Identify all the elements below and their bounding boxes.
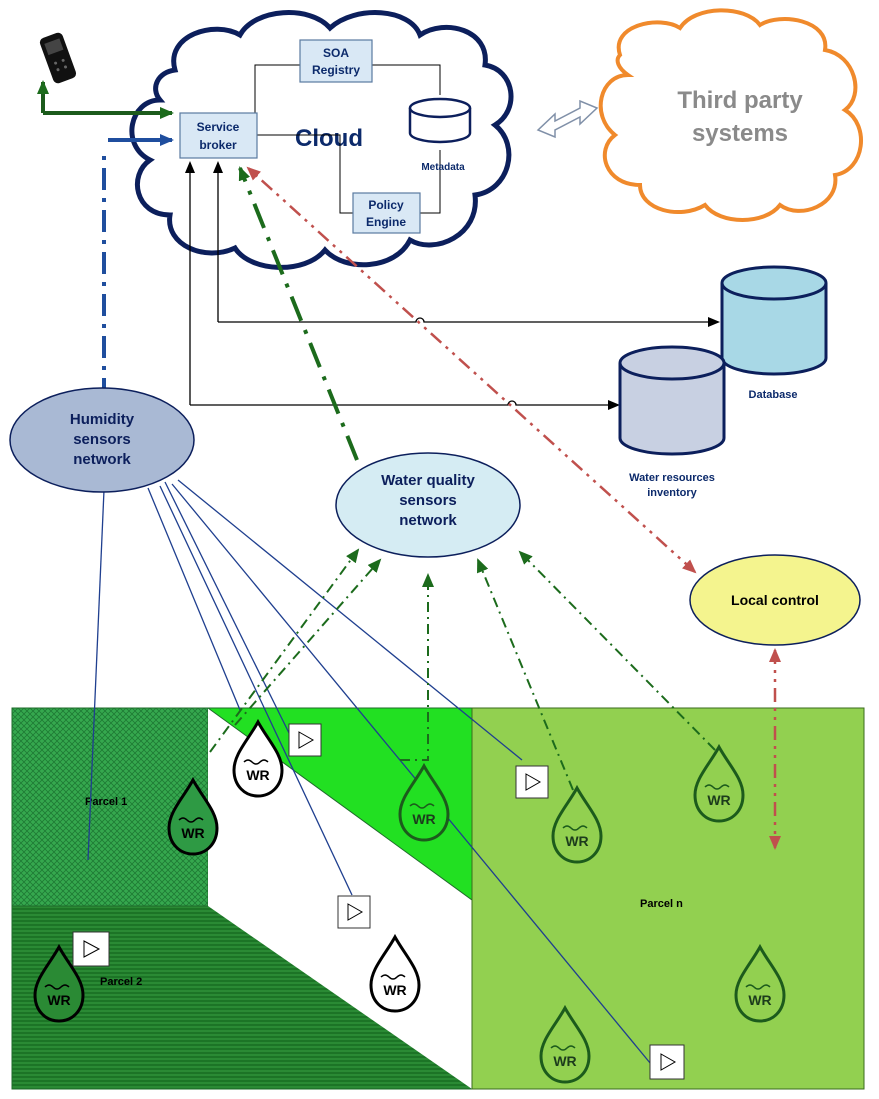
wr-label: WR: [412, 811, 435, 827]
cloud-third-party-arrow: [536, 99, 599, 139]
water-inventory-line1: Water resources: [629, 472, 715, 484]
policy-engine-line1: Policy: [368, 198, 404, 212]
wr-label: WR: [181, 825, 204, 841]
humidity-sensor-icon: [649, 1044, 685, 1080]
water-drop-icon: WR: [369, 933, 421, 1013]
parcels-area: Parcel 1 Parcel 2 Parcel n: [11, 707, 865, 1090]
water-drop-icon: WR: [167, 776, 219, 856]
water-drop-icon: WR: [232, 718, 284, 798]
water-quality-line1: Water quality: [381, 472, 475, 489]
wr-label: WR: [383, 982, 406, 998]
third-party-line1: Third party: [677, 87, 803, 114]
water-quality-drop-links: [209, 548, 716, 791]
metadata-label: Metadata: [421, 162, 465, 173]
water-resources: WR WR WR WR WR WR WR: [33, 718, 786, 1084]
parcel-1-label: Parcel 1: [85, 796, 127, 808]
water-drop-icon: WR: [539, 1004, 591, 1084]
policy-engine-box: Policy Engine: [352, 192, 421, 234]
database-label: Database: [749, 389, 798, 401]
humidity-line1: Humidity: [70, 411, 135, 428]
local-control-label: Local control: [731, 592, 819, 608]
humidity-network-node: Humidity sensors network: [9, 387, 195, 493]
water-drop-icon: WR: [734, 943, 786, 1023]
wr-label: WR: [47, 992, 70, 1008]
service-broker-box: Service broker: [179, 112, 258, 159]
water-drop-icon: WR: [551, 784, 603, 864]
wr-label: WR: [707, 792, 730, 808]
cloud-group: Cloud SOA Registry Service broker Metada…: [129, 10, 514, 270]
water-drop-icon: WR: [693, 743, 745, 823]
third-party-line2: systems: [692, 120, 788, 147]
service-broker-line2: broker: [199, 138, 237, 152]
wr-label: WR: [565, 833, 588, 849]
local-control-node: Local control: [689, 554, 861, 646]
wr-label: WR: [748, 992, 771, 1008]
policy-engine-line2: Engine: [366, 215, 406, 229]
wr-label: WR: [553, 1053, 576, 1069]
water-drop-icon: WR: [33, 943, 85, 1023]
water-quality-line3: network: [399, 512, 457, 529]
water-quality-line2: sensors: [399, 492, 457, 509]
cloud-title: Cloud: [295, 125, 363, 152]
water-quality-network-node: Water quality sensors network: [335, 452, 521, 558]
humidity-line3: network: [73, 451, 131, 468]
service-broker-line1: Service: [197, 120, 240, 134]
parcel-n-label: Parcel n: [640, 898, 683, 910]
soa-registry-line1: SOA: [323, 46, 349, 60]
humidity-sensor-icon: [288, 723, 322, 757]
wr-label: WR: [246, 767, 269, 783]
database-cylinder: Database: [720, 265, 828, 401]
humidity-sensor-icon: [72, 931, 110, 967]
phone-broker-connector: [37, 80, 174, 119]
local-control-broker-link: [246, 166, 697, 574]
water-inventory-line2: inventory: [647, 487, 697, 499]
humidity-line2: sensors: [73, 431, 131, 448]
soa-registry-line2: Registry: [312, 63, 360, 77]
humidity-broker-link: [102, 134, 174, 400]
soa-registry-box: SOA Registry: [299, 39, 373, 83]
water-drop-icon: WR: [398, 762, 450, 842]
parcel-2-label: Parcel 2: [100, 976, 142, 988]
third-party-cloud: Third party systems: [598, 8, 863, 222]
humidity-sensor-icon: [337, 895, 371, 929]
water-inventory-cylinder: Water resources inventory: [618, 345, 726, 499]
mobile-phone-icon: [39, 32, 77, 84]
humidity-sensors: [72, 723, 685, 1080]
humidity-sensor-icon: [515, 765, 549, 799]
